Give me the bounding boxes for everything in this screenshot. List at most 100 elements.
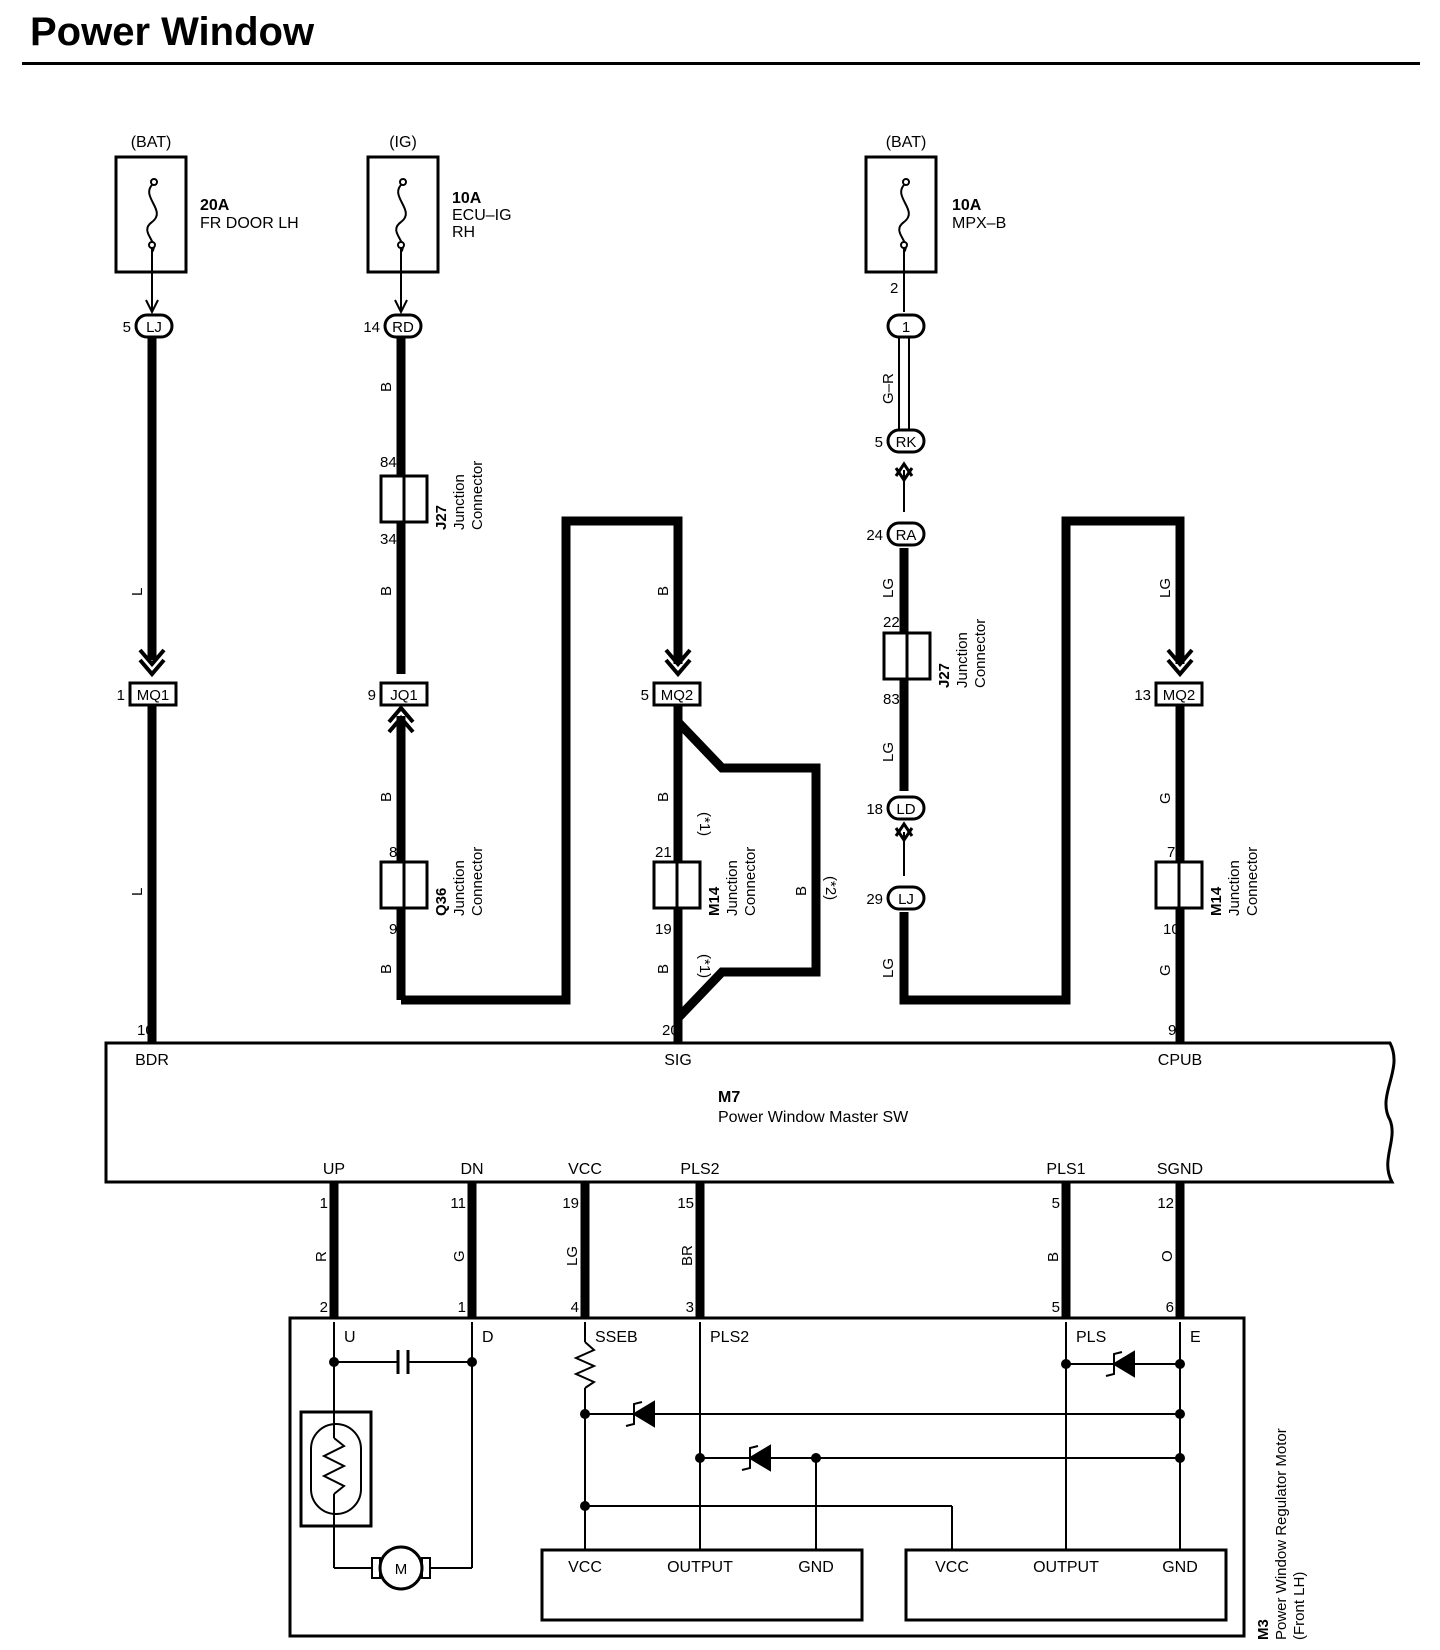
m7-num-dn: 11 [450,1195,466,1212]
m14a-id: M14 [706,886,723,916]
conn-ra-id: RA [896,527,917,544]
fuse-3-source: (BAT) [886,134,927,151]
wire-lg-center [894,337,1194,1043]
wire-color-l: L [129,888,146,896]
m14a-text: Junction [724,860,741,916]
m14b-id: M14 [1208,886,1225,916]
j27a-top: 84 [380,454,397,471]
conn-1-id: 1 [902,319,910,336]
wire-color-b: B [378,586,395,596]
m3-num-e: 6 [1166,1299,1174,1316]
conn-mq1-pin: 1 [117,687,125,704]
j27a-text2: Connector [469,461,486,530]
wire-color-g: G [1157,792,1174,804]
wire-color-br: BR [679,1245,696,1266]
m3-label-d: D [482,1329,494,1346]
conn-lj-pin: 5 [123,319,131,336]
m7-name: Power Window Master SW [718,1109,909,1126]
m7-pin-cpub-label: CPUB [1158,1052,1202,1069]
wire-color-r: R [313,1251,330,1262]
motor-label: M [395,1561,408,1578]
m3-num-d: 1 [458,1299,466,1316]
j27b-text2: Connector [972,619,989,688]
m14a-text2: Connector [742,847,759,916]
fuse-2-name: ECU–IG [452,207,512,224]
q36-bot: 9 [389,921,397,938]
fuse-3-amp: 10A [952,197,982,214]
j27b-top: 22 [883,614,900,631]
conn-jq1-pin: 9 [368,687,376,704]
j27b-id: J27 [936,663,953,688]
wire-color-b: B [655,586,672,596]
conn-lj2-id: LJ [898,891,914,908]
wire-color-lg: LG [880,958,897,978]
conn-rk-pin: 5 [875,434,883,451]
note-star1: (*1) [696,812,713,836]
m7-pin-pls2: PLS2 [680,1161,719,1178]
wire-bdr [138,337,166,1043]
wire-color-b: B [378,964,395,974]
m7-pin-sig-label: SIG [664,1052,692,1069]
sensor1-vcc: VCC [568,1559,602,1576]
m7-pin-bdr-label: BDR [135,1052,169,1069]
conn-rd-id: RD [392,319,414,336]
m7-id: M7 [718,1089,740,1106]
wire-color-b: B [1045,1252,1062,1262]
j27b-text: Junction [954,632,971,688]
wire-color-g: G [451,1250,468,1262]
wire-color-b: B [793,886,810,896]
fuse-1-source: (BAT) [131,134,172,151]
j27a-bot: 34 [380,531,397,548]
q36-id: Q36 [433,888,450,916]
note-star1: (*1) [696,954,713,978]
m7-pin-dn: DN [460,1161,483,1178]
wire-color-b: B [655,964,672,974]
fuse-2-name2: RH [452,224,475,241]
wire-sig [673,706,821,1043]
m7-box [104,1041,1396,1184]
m3-num-sseb: 4 [571,1299,579,1316]
m7-pin-sig-num: 20 [662,1022,679,1039]
title-rule [22,62,1420,65]
fuse-1 [114,155,188,312]
m7-num-pls1: 5 [1052,1195,1060,1212]
m3-label-pls2: PLS2 [710,1329,749,1346]
wire-color-lg: LG [1157,578,1174,598]
page-title: Power Window [30,10,315,54]
m14b-top: 7 [1167,844,1175,861]
fuse-2 [366,155,440,312]
m14a-bot: 19 [655,921,672,938]
m14a-top: 21 [655,844,672,861]
m3-name: Power Window Regulator Motor [1273,1428,1290,1640]
m7-pin-sgnd: SGND [1157,1161,1203,1178]
wire-color-b: B [378,792,395,802]
conn-mq2b-id: MQ2 [1163,687,1196,704]
conn-lj2-pin: 29 [866,891,883,908]
wire-color-g: G [1157,964,1174,976]
wire-color-o: O [1159,1250,1176,1262]
m3-label-pls: PLS [1076,1329,1106,1346]
fuse-1-amp: 20A [200,197,230,214]
m3-id: M3 [1255,1619,1272,1640]
wire-color-lg: LG [564,1246,581,1266]
conn-rd-pin: 14 [363,319,380,336]
wire-b-left [387,337,692,1005]
j27a-id: J27 [433,505,450,530]
m14b-text2: Connector [1244,847,1261,916]
m3-circuit [299,1322,1228,1622]
m7-num-vcc: 19 [562,1195,579,1212]
m7-pin-vcc: VCC [568,1161,602,1178]
conn-mq2a-pin: 5 [641,687,649,704]
m3-label-u: U [344,1329,356,1346]
conn-mq1-id: MQ1 [137,687,170,704]
conn-ra-pin: 24 [866,527,883,544]
q36-text2: Connector [469,847,486,916]
fuse-1-name: FR DOOR LH [200,215,299,232]
j27b-bot: 83 [883,691,900,708]
conn-jq1-id: JQ1 [390,687,418,704]
q36-text: Junction [451,860,468,916]
fuse-3-pin: 2 [890,280,898,297]
m7-num-up: 1 [320,1195,328,1212]
m3-num-u: 2 [320,1299,328,1316]
